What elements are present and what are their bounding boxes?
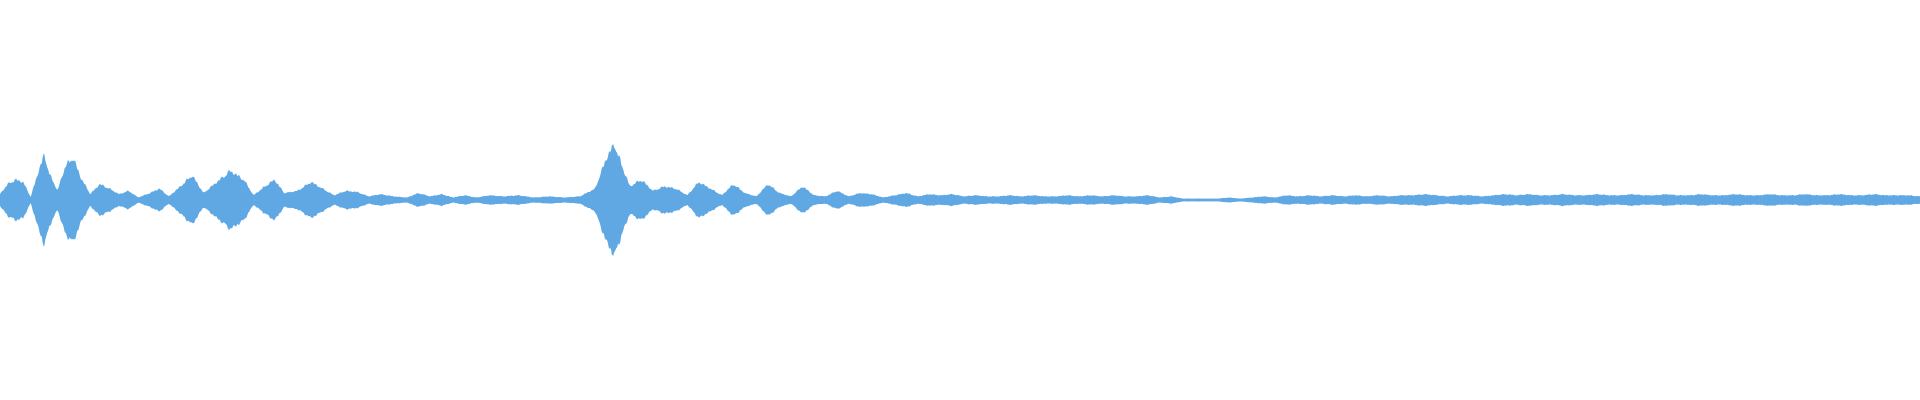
waveform-shape-group <box>0 143 1920 257</box>
